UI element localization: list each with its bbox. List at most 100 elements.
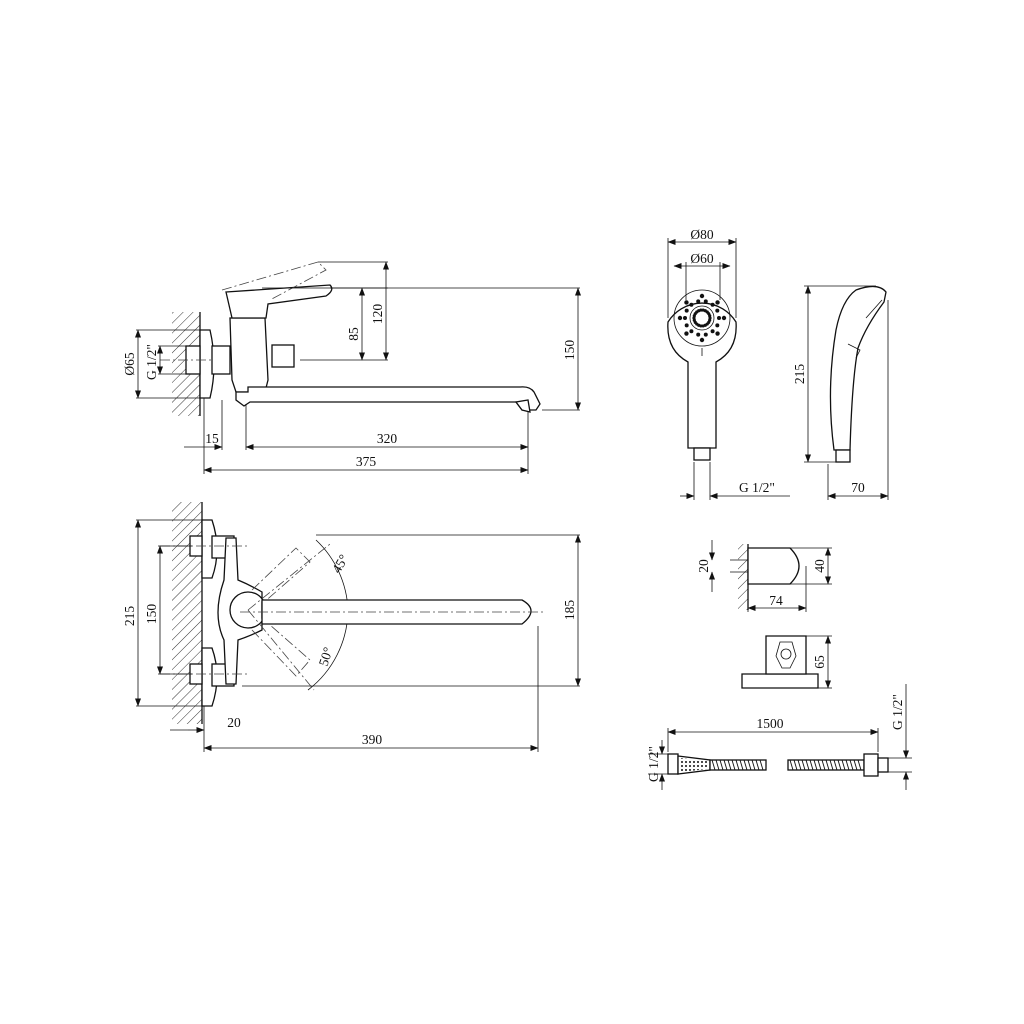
dim-top-widths: 20 390 xyxy=(170,626,539,752)
dim-1500: 1500 xyxy=(757,716,784,731)
dim-20: 20 xyxy=(227,715,241,730)
shower-thread-side xyxy=(835,449,851,463)
hose-end-right xyxy=(863,753,879,777)
hose-coil xyxy=(743,759,748,771)
spout-side xyxy=(235,386,541,411)
nozzle-dots xyxy=(677,293,727,343)
hose-coil xyxy=(841,759,846,771)
dim-d60: Ø60 xyxy=(690,251,713,266)
hose-coil xyxy=(755,759,760,771)
hose-coil xyxy=(825,759,830,771)
nozzle-dot xyxy=(721,315,727,321)
lever-handle xyxy=(225,284,333,319)
dim-20-holder: 20 xyxy=(696,559,711,573)
holder-body xyxy=(747,547,800,585)
nozzle-dot xyxy=(701,324,705,328)
shower-head-side: 215 70 xyxy=(792,285,889,500)
hose-coil xyxy=(739,759,744,771)
nozzle-dot xyxy=(684,331,689,336)
dim-185: 185 xyxy=(562,600,577,621)
bracket-plate xyxy=(741,673,819,689)
nozzle-dot xyxy=(683,316,687,320)
hose-coil xyxy=(845,759,850,771)
nozzle-dot xyxy=(689,329,694,334)
hose-coil xyxy=(837,759,842,771)
dim-side-widths: 15 320 375 xyxy=(184,398,529,474)
hose-coil xyxy=(759,759,764,771)
hose-coil xyxy=(715,759,720,771)
hose-coil xyxy=(723,759,728,771)
dim-150-side: 150 xyxy=(562,340,577,361)
nozzle-dot xyxy=(696,332,701,337)
dim-holder: 20 40 74 xyxy=(696,540,832,612)
bracket-cradle xyxy=(765,635,807,675)
hose-coil xyxy=(813,759,818,771)
nozzle-dot xyxy=(715,323,720,328)
nozzle-dot xyxy=(677,315,683,321)
hose-coil xyxy=(793,759,798,771)
angle-45: 45° xyxy=(329,552,351,576)
nozzle-dot xyxy=(715,300,720,305)
spout-top xyxy=(261,599,532,625)
nozzle-dot xyxy=(703,332,708,337)
dim-bracket: 65 xyxy=(806,635,832,689)
hose-coil xyxy=(853,759,858,771)
nozzle-dot xyxy=(715,331,720,336)
hose-coil xyxy=(805,759,810,771)
nozzle-dot xyxy=(684,323,689,328)
hose-segment-left xyxy=(709,759,767,771)
dim-120: 120 xyxy=(370,304,385,325)
hose-end-left xyxy=(667,753,679,775)
dim-d80: Ø80 xyxy=(690,227,713,242)
nozzle-dot xyxy=(699,308,703,312)
dim-shower-length: 215 xyxy=(792,364,807,385)
dim-15: 15 xyxy=(205,431,219,446)
hose-coil xyxy=(857,759,862,771)
mixer-body-side xyxy=(229,317,269,393)
wall-holder-side: 20 40 74 xyxy=(696,540,832,612)
hose-coil xyxy=(711,759,716,771)
dim-150-top: 150 xyxy=(144,604,159,625)
shower-hose: 1500 G 1/2" G 1/2" xyxy=(646,684,912,790)
dim-shower-side: 215 70 xyxy=(792,285,889,500)
wall-hatch-top xyxy=(172,502,203,724)
side-view: 85 120 150 Ø65 G 1/2" 15 320 375 xyxy=(122,261,581,474)
shower-head-front: Ø80 Ø60 G 1/2" xyxy=(667,227,790,500)
hose-coil xyxy=(801,759,806,771)
hose-coil xyxy=(727,759,732,771)
shower-thread-front xyxy=(693,447,711,461)
nozzle-dot xyxy=(699,293,705,299)
eccentric-nut xyxy=(211,345,231,375)
dim-top-heights: 215 150 xyxy=(122,519,206,707)
nozzle-dot xyxy=(710,302,715,307)
hose-coil xyxy=(821,759,826,771)
dim-40: 40 xyxy=(812,559,827,573)
shower-head-side-outline xyxy=(829,285,887,451)
dim-thread-side: G 1/2" xyxy=(144,344,159,380)
nozzle-dot xyxy=(703,299,708,304)
dim-flange-diameter: Ø65 xyxy=(122,352,137,375)
nozzle-dot xyxy=(708,314,712,318)
angle-50: 50° xyxy=(316,645,336,668)
hose-coil xyxy=(751,759,756,771)
dim-hose: 1500 G 1/2" G 1/2" xyxy=(646,684,912,790)
nozzle-dot xyxy=(689,302,694,307)
dim-hose-thread-right: G 1/2" xyxy=(890,694,905,730)
dim-hose-thread-left: G 1/2" xyxy=(646,746,661,782)
dim-shower-front: Ø80 Ø60 G 1/2" xyxy=(667,227,790,500)
hose-coil xyxy=(789,759,794,771)
wall-holder-bracket: 65 xyxy=(741,635,832,689)
dim-375: 375 xyxy=(356,454,377,469)
nozzle-dot xyxy=(684,308,689,313)
diverter-knob xyxy=(271,344,295,368)
nozzle-dot xyxy=(696,299,701,304)
lever-open-position xyxy=(221,261,327,301)
nozzle-dot xyxy=(710,329,715,334)
dim-74: 74 xyxy=(769,593,783,608)
top-view: 45° 50° 215 150 185 20 xyxy=(122,502,581,752)
dim-side-heights: 85 120 150 xyxy=(262,261,581,411)
nozzle-dot xyxy=(684,300,689,305)
hose-coil xyxy=(797,759,802,771)
hose-coil xyxy=(747,759,752,771)
